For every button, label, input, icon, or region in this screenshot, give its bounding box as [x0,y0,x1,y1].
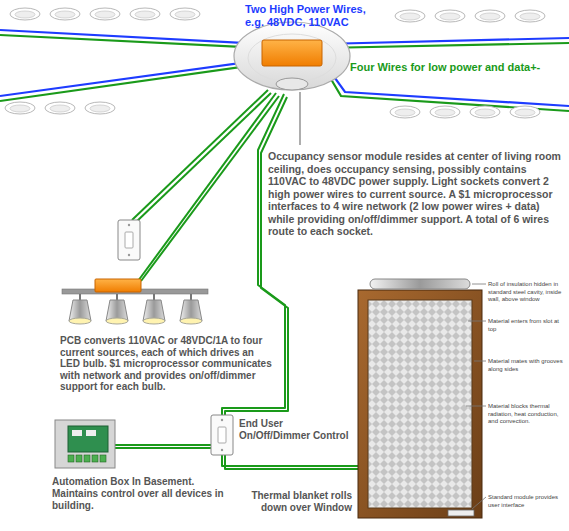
recessed-lights [395,10,425,22]
automation-box [76,455,82,462]
data-wires [0,35,262,48]
network-wires [138,93,276,281]
wall-switch [221,419,223,421]
track-light [62,279,208,324]
recessed-lights [475,10,505,22]
recessed-lights [170,8,200,20]
network-wires [115,90,358,466]
track-light [69,318,91,324]
thermal-window [448,510,474,516]
recessed-lights [470,106,500,118]
leader-line [466,406,486,407]
wall-switch [125,232,133,248]
annotation: Roll of insulation hidden in standard st… [488,281,565,304]
wall-switch [211,415,233,455]
network-wires [141,96,279,281]
occupancy-sensor [234,22,350,90]
automation-box [68,455,74,462]
wire-label: Two High Power Wires, e.g. 48VDC, 110VAC [245,3,387,29]
leader-line [472,497,486,509]
recessed-lights [515,10,545,22]
callout-note: End User On/Off/Dimmer Control [239,418,354,442]
network-wires [225,455,358,469]
callout-note: Thermal blanket rolls down over Window [240,490,352,514]
callout-note: Occupancy sensor module resides at cente… [268,150,563,238]
wall-switch [128,254,130,256]
track-light [95,279,141,292]
wall-switch [221,449,223,451]
automation-box [86,430,96,436]
network-wires [115,444,211,446]
recessed-lights [50,8,80,20]
automation-box [68,426,108,452]
recessed-lights [10,8,40,20]
network-wires [115,447,211,449]
track-light [143,318,165,324]
thermal-window [358,290,482,518]
recessed-lights [435,10,465,22]
annotation: Material mates with grooves along sides [488,358,565,373]
recessed-lights [430,106,460,118]
thermal-window [370,279,470,289]
annotation: Material enters from slot at top [488,318,565,333]
data-wires [322,43,569,48]
high-power-wires [322,60,569,106]
recessed-lights [5,102,35,114]
wire-label: Four Wires for low power and data+- [350,61,540,74]
leader-line [300,92,301,145]
leader-line [468,321,486,322]
automation-box [72,430,82,436]
network-wires [222,455,358,466]
annotation: Standard module provides user interface [488,494,565,509]
leader-line [466,284,486,509]
wall-switch [218,427,226,443]
recessed-lights [45,102,75,114]
wall-switch [118,220,140,260]
data-wires [0,64,262,101]
annotation: Material blocks thermal radiation, heat … [488,403,565,426]
leader-line [299,92,300,145]
callout-note: PCB converts 110VAC or 48VDC/1A to four … [60,335,274,393]
track-light [106,318,128,324]
thermal-window [358,279,482,518]
automation-box [92,455,98,462]
occupancy-sensor [234,22,350,90]
recessed-lights [90,8,120,20]
callout-note: Automation Box In Basement. Maintains co… [52,476,232,512]
automation-box [55,420,115,468]
occupancy-sensor [276,78,308,90]
high-power-wires [0,60,262,96]
occupancy-sensor [248,34,336,82]
network-wires [115,93,358,469]
recessed-lights [510,106,540,118]
thermal-window [368,300,472,508]
track-light [180,318,202,324]
automation-box [55,420,115,468]
occupancy-sensor [262,40,322,66]
network-wires [135,93,271,223]
leader-line [472,284,486,285]
recessed-lights [390,106,420,118]
wall-switch [118,220,140,260]
wall-switch [128,224,130,226]
track-light [80,294,191,300]
wall-switch [211,415,233,455]
automation-box [100,455,106,462]
leader-line [474,361,486,362]
automation-box [84,455,90,462]
recessed-lights [130,8,160,20]
recessed-lights [85,102,115,114]
